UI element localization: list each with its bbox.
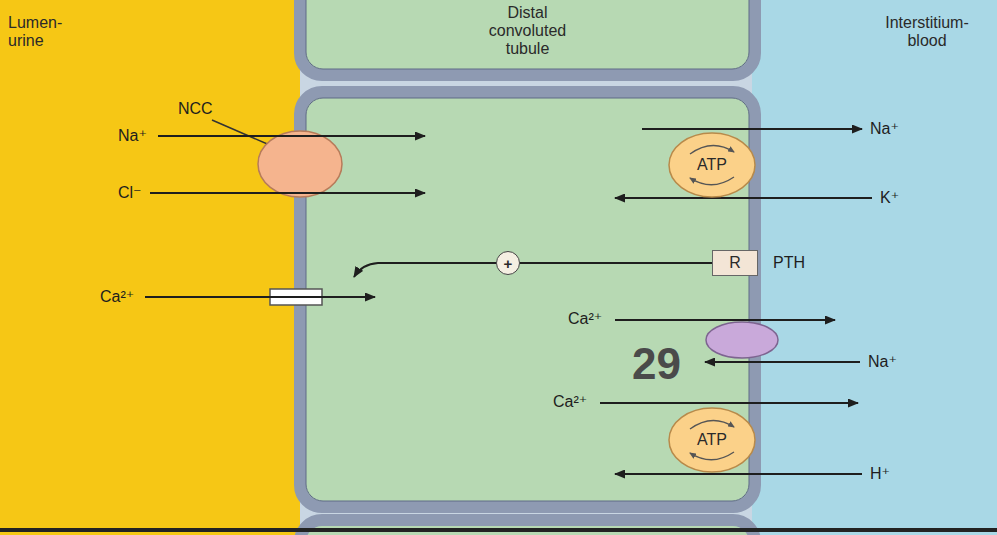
ion-label: Ca²⁺ xyxy=(100,288,134,306)
ion-label: Ca²⁺ xyxy=(568,310,602,328)
ion-label: Ca²⁺ xyxy=(553,393,587,411)
page-number: 29 xyxy=(632,340,681,388)
node-text: R xyxy=(729,254,741,272)
ion-label: H⁺ xyxy=(870,465,890,483)
signal-line xyxy=(520,262,712,264)
node-text: ATP xyxy=(697,431,727,449)
node-text: Lumen- urine xyxy=(8,14,78,50)
lumen-band: Lumen- urine xyxy=(0,0,295,535)
ion-label: Na⁺ xyxy=(118,127,147,145)
pump-circle: ATP xyxy=(668,132,756,198)
pump-circle: ATP xyxy=(668,407,756,473)
plus-circle: + xyxy=(496,251,520,275)
ion-label: Cl⁻ xyxy=(118,184,142,202)
ion-label: PTH xyxy=(773,254,805,272)
ion-label: K⁺ xyxy=(880,189,899,207)
ion-label: Na⁺ xyxy=(868,353,897,371)
node-text: ATP xyxy=(697,156,727,174)
node-text: Interstitium- blood xyxy=(867,14,987,50)
transporter-name: NCC xyxy=(178,100,213,118)
receptor-box: R xyxy=(712,250,758,276)
ion-label: Na⁺ xyxy=(870,120,899,138)
node-text: Distal convoluted tubule xyxy=(482,4,574,58)
node-text: + xyxy=(504,256,513,271)
cell-box: Distal convoluted tubule xyxy=(300,0,755,75)
